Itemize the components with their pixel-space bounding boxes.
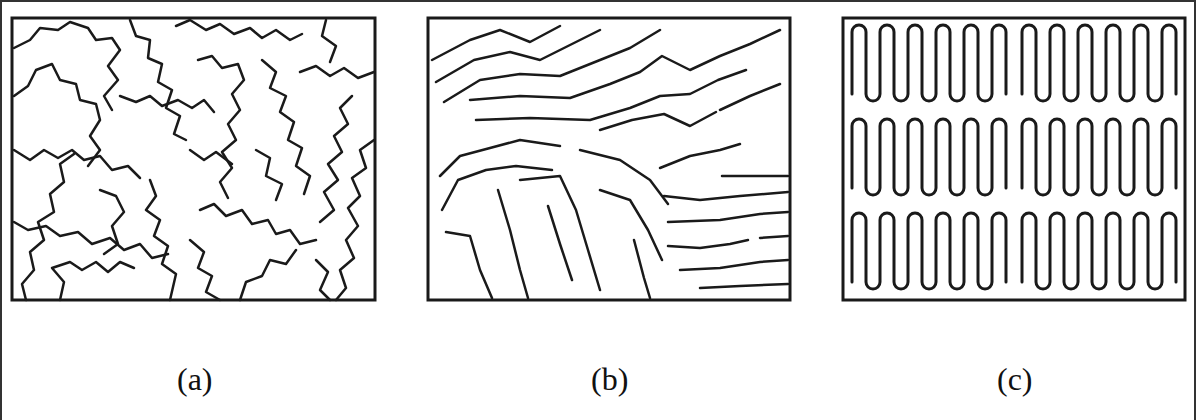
panel-frame [428,18,790,300]
panel-frame [12,18,375,300]
panel-label: (a) [177,362,213,397]
frame-line [1194,0,1196,420]
frame-line [0,0,1196,2]
folded-chains [852,25,1176,289]
panel-label: (c) [997,362,1033,397]
panel-label: (b) [591,362,628,397]
lamellar-bundles [432,26,788,298]
panel-frame [843,18,1185,300]
frame-line [0,0,2,420]
random-chains [14,20,374,300]
